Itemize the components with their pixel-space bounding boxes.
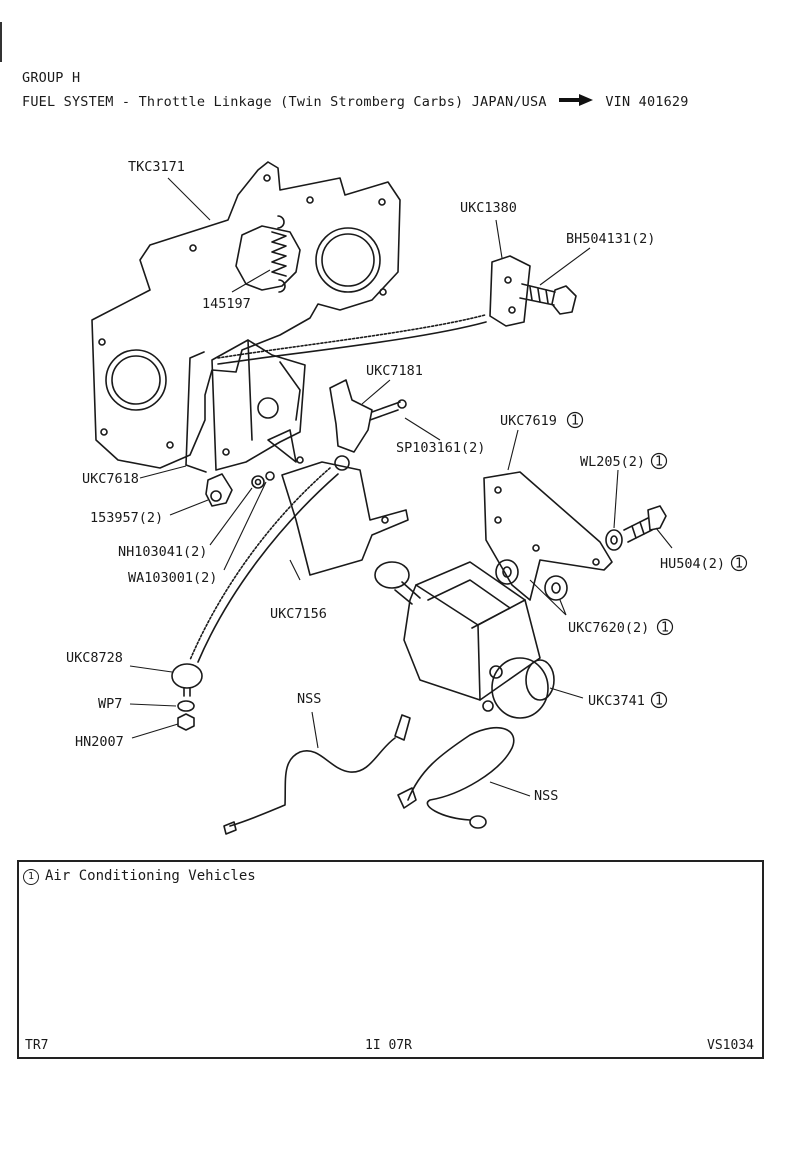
spacers-drawing xyxy=(495,559,568,601)
label-ukc7156: UKC7156 xyxy=(270,606,327,622)
svg-text:1: 1 xyxy=(655,454,663,470)
parts-diagram: TKC3171 145197 UKC1380 BH504131(2) UKC71… xyxy=(66,159,748,835)
arrow-right-icon xyxy=(558,94,593,106)
label-ukc7619: UKC7619 xyxy=(500,413,557,429)
footnote: 1 Air Conditioning Vehicles xyxy=(23,868,256,885)
label-wl205: WL205(2) xyxy=(580,454,645,470)
circled-one-icon: 1 xyxy=(23,869,39,885)
wire-lead-1-drawing xyxy=(229,737,396,827)
throttle-bracket-drawing xyxy=(211,339,306,471)
footer-model: TR7 xyxy=(25,1038,49,1053)
ac-bracket-drawing xyxy=(483,471,613,601)
circled-one-icon: 1 xyxy=(566,411,584,429)
leader-lines xyxy=(129,177,673,797)
label-145197: 145197 xyxy=(202,296,251,312)
label-ukc8728: UKC8728 xyxy=(66,650,123,666)
label-nh103041: NH103041(2) xyxy=(118,544,207,560)
label-ukc3741: UKC3741 xyxy=(588,693,645,709)
svg-text:1: 1 xyxy=(735,556,743,572)
label-ukc7620: UKC7620(2) xyxy=(568,620,649,636)
label-nss-2: NSS xyxy=(534,788,558,804)
circled-one-icon: 1 xyxy=(650,452,668,470)
label-ukc7618: UKC7618 xyxy=(82,471,139,487)
footer-page-number: 1I 07R xyxy=(365,1038,412,1053)
page-edge-mark xyxy=(0,22,2,62)
svg-text:1: 1 xyxy=(655,693,663,709)
notes-box: 1 Air Conditioning Vehicles TR7 1I 07R VS… xyxy=(17,860,764,1059)
circled-one-icon: 1 xyxy=(650,691,668,709)
hand-cable-drawing xyxy=(189,467,331,661)
label-ukc7181: UKC7181 xyxy=(366,363,423,379)
switch-drawing xyxy=(329,379,407,453)
cable-block-drawing xyxy=(489,255,577,327)
rod-drawing xyxy=(185,351,207,473)
knob-drawing xyxy=(171,663,203,731)
label-ukc1380: UKC1380 xyxy=(460,200,517,216)
solenoid-drawing xyxy=(374,561,555,719)
circled-one-icon: 1 xyxy=(656,618,674,636)
label-bh504131: BH504131(2) xyxy=(566,231,655,247)
label-wa103001: WA103001(2) xyxy=(128,570,217,586)
label-hn2007: HN2007 xyxy=(75,734,124,750)
label-nss-1: NSS xyxy=(297,691,321,707)
footer-reference: VS1034 xyxy=(707,1038,754,1053)
page-title: FUEL SYSTEM - Throttle Linkage (Twin Str… xyxy=(22,94,689,110)
spring-drawing xyxy=(271,215,287,293)
circled-one-icon: 1 xyxy=(730,554,748,572)
label-tkc3171: TKC3171 xyxy=(128,159,185,175)
washer-bolt-drawing xyxy=(605,505,667,551)
vin-text: VIN 401629 xyxy=(605,94,689,110)
wire-lead-2-drawing xyxy=(407,726,515,821)
label-153957: 153957(2) xyxy=(90,510,163,526)
title-text: FUEL SYSTEM - Throttle Linkage (Twin Str… xyxy=(22,94,547,110)
label-hu504: HU504(2) xyxy=(660,556,725,572)
throttle-cable-drawing xyxy=(217,314,486,359)
support-bracket-drawing xyxy=(281,455,409,576)
svg-text:1: 1 xyxy=(571,413,579,429)
group-heading: GROUP H xyxy=(22,70,81,86)
fasteners-drawing xyxy=(205,471,275,507)
footnote-text: Air Conditioning Vehicles xyxy=(45,868,256,884)
label-sp103161: SP103161(2) xyxy=(396,440,485,456)
label-wp7: WP7 xyxy=(98,696,122,712)
gasket-plate-drawing xyxy=(91,161,401,469)
svg-text:1: 1 xyxy=(661,620,669,636)
